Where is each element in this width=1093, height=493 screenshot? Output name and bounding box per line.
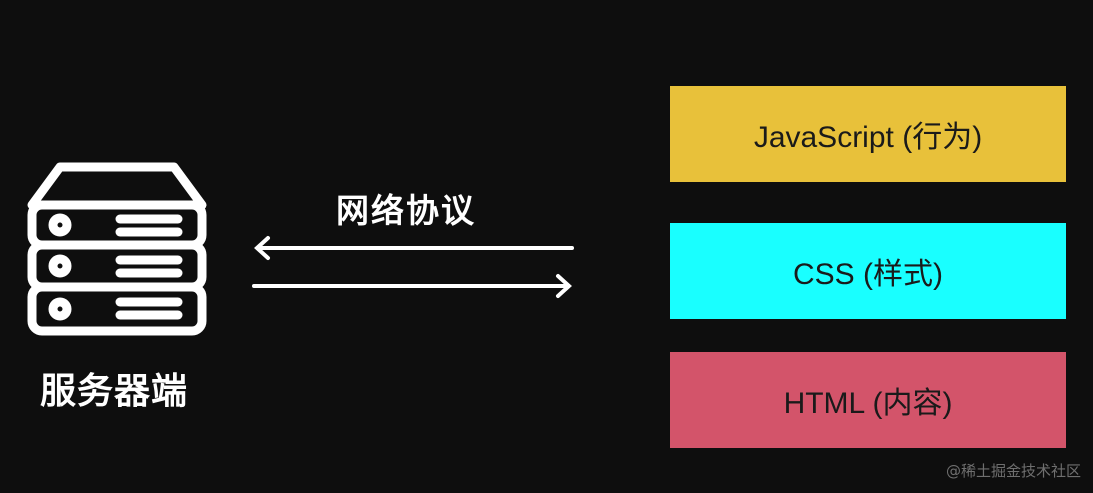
layer-javascript-label: JavaScript (行为) <box>753 121 983 154</box>
layer-css: CSS (样式) <box>670 223 1066 319</box>
protocol-label: 网络协议 <box>336 191 476 230</box>
watermark: @稀土掘金技术社区 <box>945 462 1081 480</box>
layer-javascript: JavaScript (行为) <box>670 86 1066 182</box>
layer-css-label: CSS (样式) <box>793 258 943 291</box>
layer-html-label: HTML (内容) <box>783 387 953 420</box>
layer-html: HTML (内容) <box>670 352 1066 448</box>
bidirectional-arrows-icon <box>252 236 574 298</box>
server-icon <box>27 162 207 336</box>
server-label: 服务器端 <box>40 371 189 412</box>
